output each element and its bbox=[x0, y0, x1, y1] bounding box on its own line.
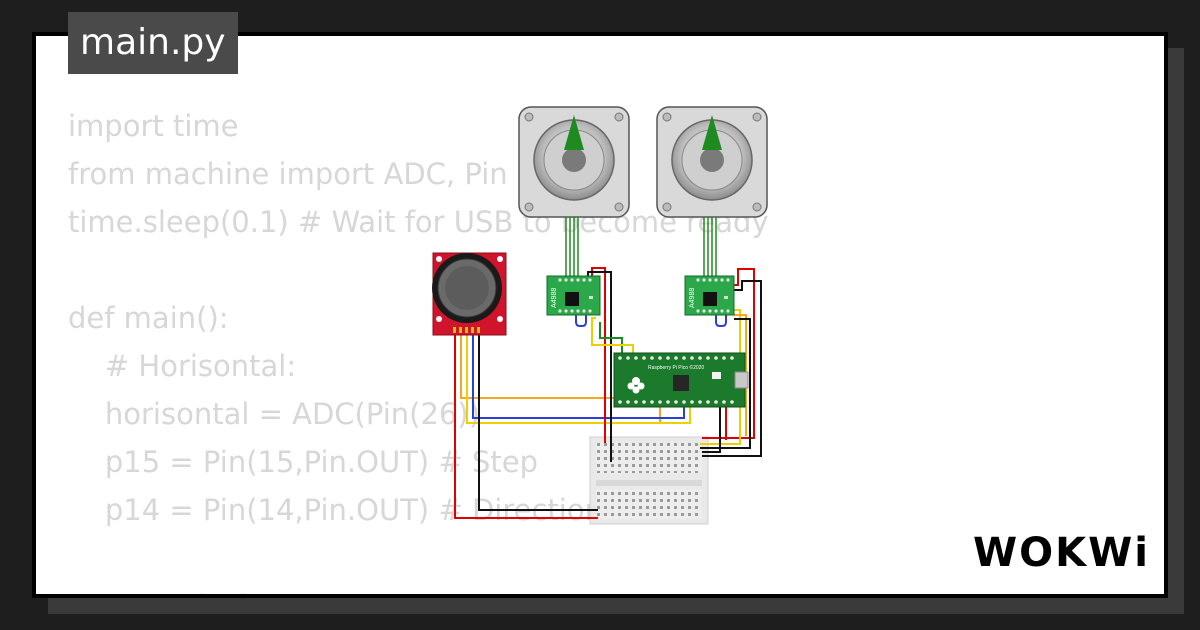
code-line-11: # Vertical: bbox=[68, 582, 769, 594]
wire-joystick-black bbox=[478, 334, 598, 511]
code-line-6: # Horisontal: bbox=[68, 349, 297, 383]
wire-driver1-loop bbox=[575, 314, 587, 327]
wokwi-logo: WOKWi bbox=[973, 530, 1150, 576]
pico-label: Raspberry Pi Pico ©2020 bbox=[648, 364, 704, 371]
motor-needle-2 bbox=[702, 115, 722, 150]
a4988-driver-1[interactable]: A4988 bbox=[546, 275, 601, 316]
raspberry-logo-icon bbox=[627, 377, 645, 394]
wire-driver2-loop bbox=[715, 314, 727, 327]
raspberry-pi-pico[interactable]: Raspberry Pi Pico ©2020 bbox=[613, 352, 749, 408]
wire-driver2-red bbox=[702, 268, 755, 439]
wire-joystick-red bbox=[454, 334, 598, 519]
code-line-5: def main(): bbox=[68, 301, 229, 335]
wire-driver2-orange bbox=[734, 314, 747, 436]
breadboard[interactable] bbox=[589, 436, 709, 525]
code-line-8: p15 = Pin(15,Pin.OUT) # Step bbox=[68, 445, 538, 479]
wire-joystick-orange bbox=[460, 334, 661, 423]
code-line-2: from machine import ADC, Pin bbox=[68, 157, 508, 191]
code-line-1: import time bbox=[68, 109, 239, 143]
wire-driver1-green bbox=[599, 322, 623, 355]
driver-2-label: A4988 bbox=[689, 288, 696, 308]
stepper-motor-2[interactable] bbox=[656, 106, 768, 218]
wire-joystick-blue bbox=[472, 334, 685, 419]
file-title-tab: main.py bbox=[68, 12, 238, 74]
stepper-motor-1[interactable] bbox=[518, 106, 630, 218]
wire-pico-black bbox=[702, 406, 721, 453]
wire-driver2-black bbox=[702, 280, 762, 457]
code-line-7: horisontal = ADC(Pin(26)) bbox=[68, 397, 481, 431]
wire-driver1-yellow bbox=[591, 317, 634, 355]
wire-joystick-yellow bbox=[466, 334, 691, 424]
motor-needle-1 bbox=[564, 115, 584, 150]
driver-1-label: A4988 bbox=[551, 288, 558, 308]
joystick-module[interactable] bbox=[432, 252, 507, 336]
wire-driver2-black2 bbox=[700, 318, 751, 449]
motor-leads bbox=[565, 217, 717, 278]
a4988-driver-2[interactable]: A4988 bbox=[684, 275, 735, 316]
